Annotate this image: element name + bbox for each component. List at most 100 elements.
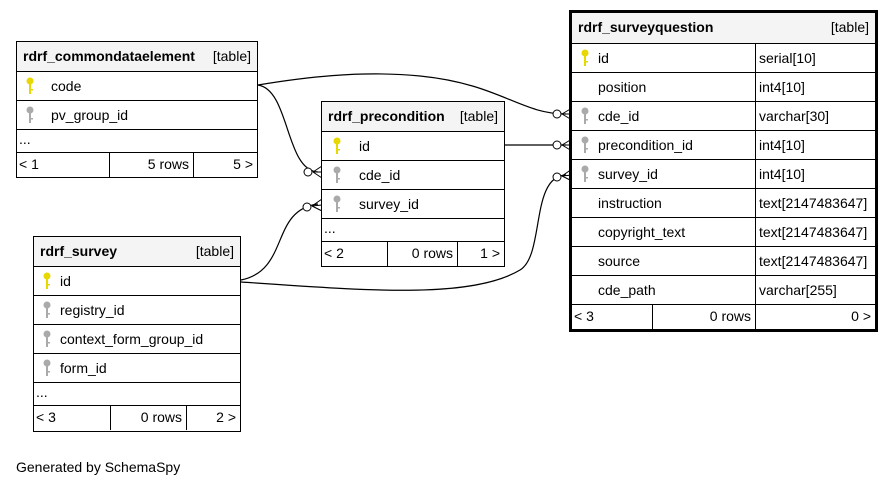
column-name: cde_id [598, 108, 640, 124]
column-row[interactable]: position int4[10] [572, 73, 875, 102]
relation-end-circle [302, 202, 312, 212]
column-row[interactable]: pv_group_id [17, 101, 257, 130]
column-name: survey_id [359, 196, 419, 212]
column-name: id [60, 273, 71, 289]
column-name: context_form_group_id [60, 331, 204, 347]
row-count: 0 rows [110, 406, 187, 430]
column-name: source [598, 253, 641, 269]
column-row[interactable]: form_id [34, 354, 240, 383]
column-name: copyright_text [598, 224, 686, 240]
relation-survey-surveyquestion [240, 174, 567, 291]
foreign-key-icon [43, 330, 51, 347]
column-name: registry_id [60, 302, 125, 318]
table-footer: < 1 5 rows 5 > [17, 153, 257, 177]
table-footer: < 3 0 rows 2 > [34, 406, 240, 430]
table-name: rdrf_survey [40, 243, 118, 259]
children-count: 0 > [851, 308, 871, 324]
primary-key-icon [26, 77, 34, 94]
parents-count: < 3 [574, 308, 594, 324]
table-rdrf-survey[interactable]: rdrf_survey [table] id registry_id conte… [33, 236, 241, 432]
column-name: pv_group_id [51, 107, 129, 123]
foreign-key-icon [581, 165, 589, 182]
column-row[interactable]: instruction text[2147483647] [572, 189, 875, 218]
foreign-key-icon [581, 107, 589, 124]
column-row[interactable]: cde_path varchar[255] [572, 276, 875, 305]
parents-count: < 1 [19, 156, 39, 172]
parents-count: < 2 [324, 245, 344, 261]
primary-key-icon [581, 49, 589, 66]
foreign-key-icon [26, 106, 34, 123]
column-row[interactable]: cde_id [322, 161, 504, 190]
generated-by-label: Generated by SchemaSpy [16, 459, 181, 475]
row-count: 5 rows [109, 153, 194, 177]
table-name: rdrf_surveyquestion [578, 19, 714, 35]
column-type: int4[10] [755, 73, 805, 101]
relation-end-circle [303, 167, 313, 177]
table-name: rdrf_commondataelement [23, 48, 195, 64]
row-count: 0 rows [652, 305, 756, 329]
more-columns: ... [322, 219, 504, 242]
relation-end-circle [552, 172, 562, 182]
column-row[interactable]: survey_id [322, 190, 504, 219]
table-kind: [table] [212, 48, 251, 64]
children-count: 2 > [216, 409, 236, 425]
children-count: 1 > [480, 245, 500, 261]
foreign-key-icon [333, 166, 341, 183]
relation-cde-surveyquestion [257, 73, 567, 115]
relation-crowfoot [311, 198, 323, 212]
more-columns: ... [34, 383, 240, 406]
table-header: rdrf_survey [table] [34, 237, 240, 267]
relation-survey-precondition [240, 203, 319, 281]
column-type: serial[10] [755, 44, 816, 72]
column-row[interactable]: source text[2147483647] [572, 247, 875, 276]
children-count: 5 > [233, 156, 253, 172]
foreign-key-icon [333, 195, 341, 212]
table-header: rdrf_precondition [table] [322, 102, 504, 132]
column-type: varchar[255] [755, 276, 837, 304]
column-name: cde_id [359, 167, 401, 183]
column-type: text[2147483647] [755, 189, 867, 217]
column-row[interactable]: context_form_group_id [34, 325, 240, 354]
row-count: 0 rows [387, 242, 458, 266]
table-rdrf-commondataelement[interactable]: rdrf_commondataelement [table] code pv_g… [16, 41, 258, 178]
table-header: rdrf_commondataelement [table] [17, 42, 257, 72]
column-row[interactable]: id [322, 132, 504, 161]
column-name: precondition_id [598, 137, 693, 153]
column-row[interactable]: precondition_id int4[10] [572, 131, 875, 160]
table-kind: [table] [459, 108, 498, 124]
primary-key-icon [43, 272, 51, 289]
foreign-key-icon [43, 359, 51, 376]
table-footer: < 2 0 rows 1 > [322, 242, 504, 266]
column-row[interactable]: id serial[10] [572, 44, 875, 73]
relation-end-circle [552, 140, 562, 150]
relation-crowfoot [312, 165, 323, 179]
column-row[interactable]: cde_id varchar[30] [572, 102, 875, 131]
column-type: varchar[30] [755, 102, 829, 130]
column-row[interactable]: copyright_text text[2147483647] [572, 218, 875, 247]
column-name: id [359, 138, 370, 154]
more-columns: ... [17, 130, 257, 153]
table-kind: [table] [195, 243, 234, 259]
column-name: position [598, 79, 647, 95]
column-name: instruction [598, 195, 662, 211]
table-name: rdrf_precondition [328, 108, 445, 124]
column-name: survey_id [598, 166, 658, 182]
table-header: rdrf_surveyquestion [table] [572, 13, 875, 44]
relation-cde-precondition [257, 84, 319, 173]
column-row[interactable]: code [17, 72, 257, 101]
table-footer: < 3 0 rows 0 > [572, 305, 875, 329]
column-type: int4[10] [755, 160, 805, 188]
relation-end-circle [552, 109, 562, 119]
column-type: text[2147483647] [755, 218, 867, 246]
table-rdrf-precondition[interactable]: rdrf_precondition [table] id cde_id surv… [321, 101, 505, 267]
column-row[interactable]: registry_id [34, 296, 240, 325]
foreign-key-icon [581, 136, 589, 153]
column-row[interactable]: id [34, 267, 240, 296]
table-kind: [table] [830, 19, 869, 35]
column-type: int4[10] [755, 131, 805, 159]
column-name: id [598, 50, 609, 66]
column-row[interactable]: survey_id int4[10] [572, 160, 875, 189]
primary-key-icon [333, 137, 341, 154]
table-rdrf-surveyquestion[interactable]: rdrf_surveyquestion [table] id serial[10… [569, 10, 878, 332]
